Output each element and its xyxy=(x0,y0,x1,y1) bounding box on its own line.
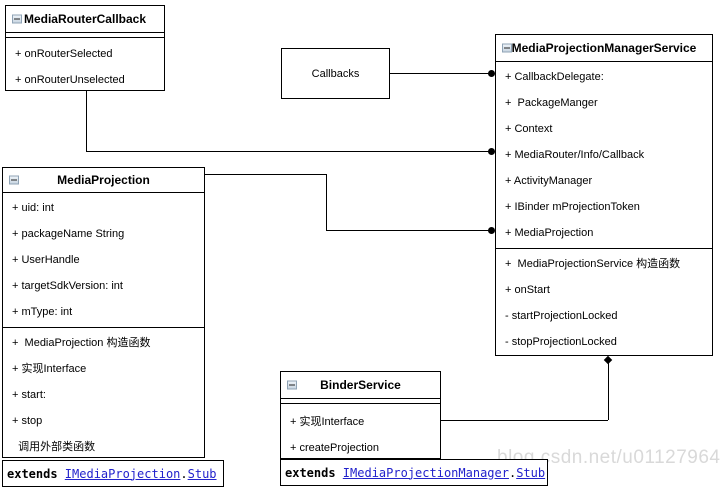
dot-separator: . xyxy=(508,465,517,480)
node-callbacks: Callbacks xyxy=(281,48,390,99)
connector-routercallback-vertical xyxy=(86,91,87,151)
collapse-icon[interactable] xyxy=(502,43,512,53)
connector-mediaprojection-vertical xyxy=(326,174,327,230)
attribute-row: + CallbackDelegate: xyxy=(505,71,604,83)
class-mediaprojectionmanagerservice: MediaProjectionManagerService + Callback… xyxy=(495,34,713,356)
connector-end-dot-mediaprojection xyxy=(488,227,495,234)
connector-end-dot-callbackdelegate xyxy=(488,70,495,77)
method-rows: + MediaProjectionService 构造函数 + onStart … xyxy=(496,248,712,355)
class-title: MediaProjectionManagerService xyxy=(511,41,697,55)
collapse-icon[interactable] xyxy=(287,380,297,390)
member-row: + 实现Interface xyxy=(290,416,365,428)
empty-attributes-strip xyxy=(281,399,440,404)
link-stub[interactable]: Stub xyxy=(187,466,217,481)
attribute-row: + mType: int xyxy=(12,306,73,318)
extends-keyword: extends xyxy=(7,466,65,481)
extends-bar-mediaprojection: extends IMediaProjection.Stub xyxy=(2,460,224,487)
attribute-row: + IBinder mProjectionToken xyxy=(505,201,640,213)
member-rows: + onRouterSelected + onRouterUnselected xyxy=(6,38,164,90)
attribute-row: + packageName String xyxy=(12,228,125,240)
method-row: - stopProjectionLocked xyxy=(505,336,617,348)
method-row: + start: xyxy=(12,389,46,401)
member-row: + onRouterUnselected xyxy=(15,74,125,86)
method-row: + onStart xyxy=(505,284,550,296)
connector-binderservice-vertical xyxy=(608,360,609,420)
method-row: 调用外部类函数 xyxy=(12,441,96,453)
method-rows: + MediaProjection 构造函数 + 实现Interface + s… xyxy=(3,327,204,457)
collapse-icon[interactable] xyxy=(9,175,19,185)
link-stub[interactable]: Stub xyxy=(516,465,546,480)
attribute-row: + Context xyxy=(505,123,553,135)
member-rows: + 实现Interface + createProjection xyxy=(281,404,440,458)
link-imediaprojection[interactable]: IMediaProjection xyxy=(64,466,181,481)
connector-end-dot-mediarouter xyxy=(488,148,495,155)
attribute-row: + ActivityManager xyxy=(505,175,593,187)
attribute-row: + MediaProjection xyxy=(505,227,594,239)
method-row: - startProjectionLocked xyxy=(505,310,618,322)
class-mediaroutercallback: MediaRouterCallback + onRouterSelected +… xyxy=(5,5,165,91)
method-row: + MediaProjectionService 构造函数 xyxy=(505,258,681,270)
connector-routercallback-horizontal xyxy=(86,151,493,152)
member-row: + onRouterSelected xyxy=(15,48,113,60)
collapse-icon[interactable] xyxy=(12,14,22,24)
node-label: Callbacks xyxy=(311,67,360,80)
class-title: BinderService xyxy=(320,378,401,392)
empty-attributes-strip xyxy=(6,33,164,38)
class-binderservice: BinderService + 实现Interface + createProj… xyxy=(280,371,441,459)
class-titlebar: MediaProjectionManagerService xyxy=(496,35,712,62)
extends-keyword: extends xyxy=(285,465,343,480)
attribute-rows: + CallbackDelegate: + PackageManger + Co… xyxy=(496,62,712,248)
class-title: MediaRouterCallback xyxy=(23,12,147,26)
csdn-watermark: blog.csdn.net/u011279649 xyxy=(497,447,721,468)
attribute-rows: + uid: int + packageName String + UserHa… xyxy=(3,193,204,327)
attribute-row: + MediaRouter/Info/Callback xyxy=(505,149,645,161)
connector-binderservice-horizontal xyxy=(441,420,608,421)
attribute-row: + UserHandle xyxy=(12,254,80,266)
method-row: + 实现Interface xyxy=(12,363,87,375)
member-row: + createProjection xyxy=(290,442,379,454)
class-mediaprojection: MediaProjection + uid: int + packageName… xyxy=(2,167,205,458)
class-titlebar: MediaRouterCallback xyxy=(6,6,164,33)
method-row: + stop xyxy=(12,415,43,427)
connector-end-diamond-managerservice xyxy=(603,355,613,365)
dot-separator: . xyxy=(180,466,188,481)
connector-callbacks-horizontal xyxy=(390,73,493,74)
attribute-row: + uid: int xyxy=(12,202,54,214)
connector-mediaprojection-h2 xyxy=(326,230,493,231)
attribute-row: + targetSdkVersion: int xyxy=(12,280,123,292)
link-imediaprojectionmanager[interactable]: IMediaProjectionManager xyxy=(342,465,509,480)
extends-bar-binderservice: extends IMediaProjectionManager.Stub xyxy=(280,459,548,486)
attribute-row: + PackageManger xyxy=(505,97,598,109)
class-titlebar: MediaProjection xyxy=(3,168,204,193)
class-titlebar: BinderService xyxy=(281,372,440,399)
connector-mediaprojection-h1 xyxy=(205,174,326,175)
class-title: MediaProjection xyxy=(57,173,150,187)
method-row: + MediaProjection 构造函数 xyxy=(12,337,151,349)
